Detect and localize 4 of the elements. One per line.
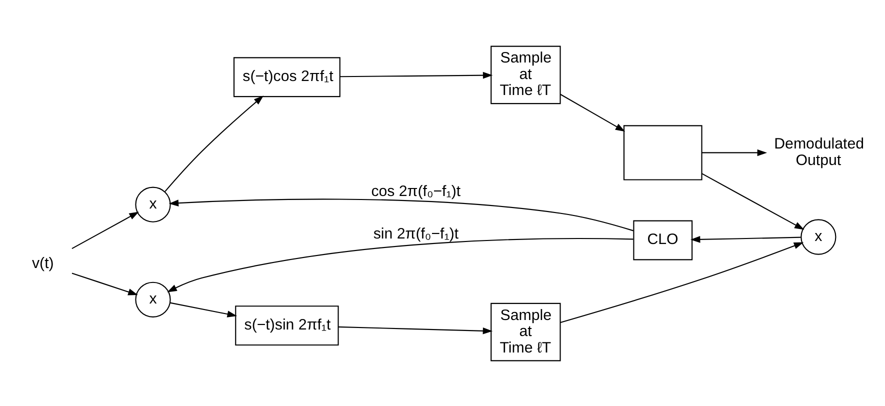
node-text: v(t)	[32, 254, 54, 272]
edge-label: cos 2π(f₀−f₁)t	[371, 182, 461, 200]
node-text: Demodulated Output	[774, 135, 864, 168]
edge-label: sin 2π(f₀−f₁)t	[373, 224, 459, 242]
